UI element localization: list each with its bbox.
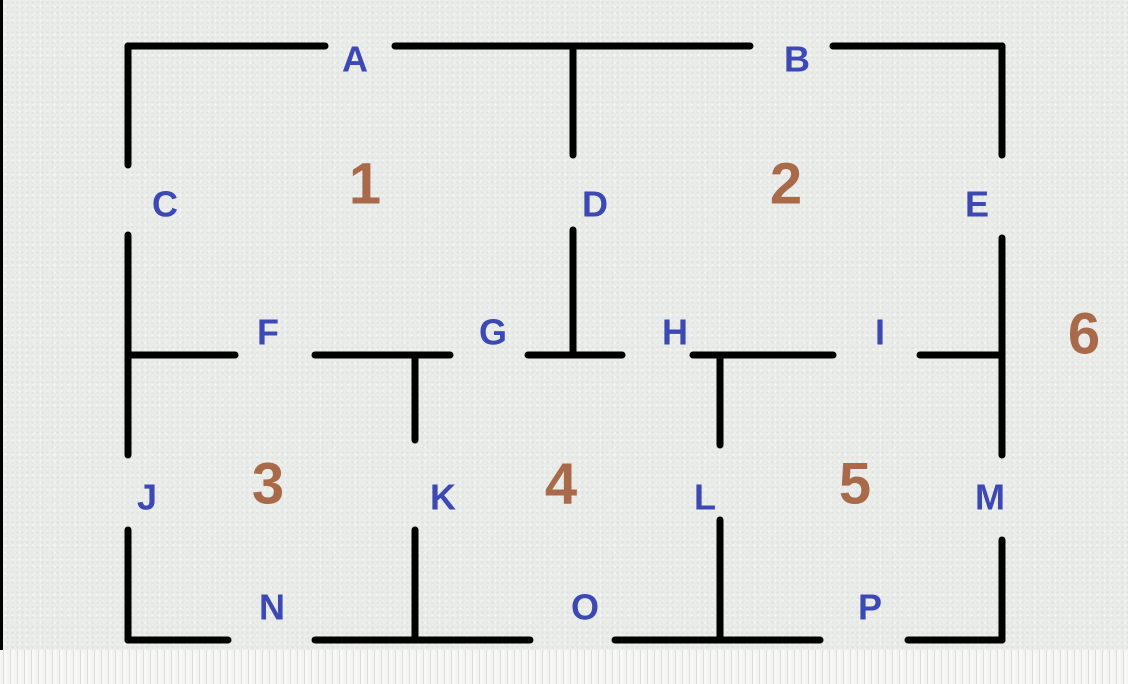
door-label-f: F — [257, 312, 279, 353]
door-label-i: I — [875, 312, 885, 353]
room-label-6: 6 — [1068, 301, 1100, 366]
room-label-5: 5 — [839, 451, 871, 516]
image-left-border — [0, 0, 3, 684]
door-label-e: E — [965, 184, 989, 225]
door-label-g: G — [479, 312, 507, 353]
door-label-d: D — [582, 184, 608, 225]
walls — [124, 42, 1006, 644]
door-label-m: M — [975, 477, 1005, 518]
door-label-n: N — [259, 587, 285, 628]
door-label-a: A — [342, 39, 368, 80]
image-bottom-strip — [0, 650, 1128, 684]
door-label-l: L — [694, 477, 716, 518]
door-label-p: P — [858, 587, 882, 628]
door-label-c: C — [152, 184, 178, 225]
room-label-2: 2 — [770, 151, 802, 216]
room-label-1: 1 — [349, 151, 381, 216]
door-label-o: O — [571, 587, 599, 628]
door-label-j: J — [137, 477, 157, 518]
door-label-h: H — [662, 312, 688, 353]
door-label-k: K — [430, 477, 456, 518]
labels: A B C D E F G H I J K L M N O P 1 2 3 4 5 6 — [137, 39, 1100, 628]
door-label-b: B — [784, 39, 810, 80]
room-label-4: 4 — [545, 451, 577, 516]
room-label-3: 3 — [252, 451, 284, 516]
